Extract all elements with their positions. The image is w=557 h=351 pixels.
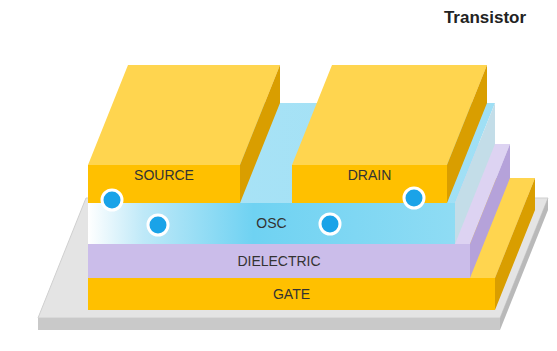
source-electrode (88, 65, 280, 203)
dielectric-label-box: DIELECTRIC (88, 244, 470, 278)
layer-label: DRAIN (348, 167, 392, 184)
layer-label: SOURCE (134, 167, 194, 184)
drain-electrode (292, 65, 487, 203)
layer-label: GATE (273, 286, 310, 303)
osc-label-box: OSC (88, 203, 455, 244)
drain-label-box: DRAIN (292, 165, 447, 203)
layer-label: OSC (256, 215, 286, 232)
charge-carriers (102, 188, 424, 235)
diagram-title: Transistor (444, 8, 526, 28)
source-label-box: SOURCE (88, 165, 240, 203)
gate-label-box: GATE (88, 278, 495, 310)
layer-label: DIELECTRIC (237, 253, 320, 270)
